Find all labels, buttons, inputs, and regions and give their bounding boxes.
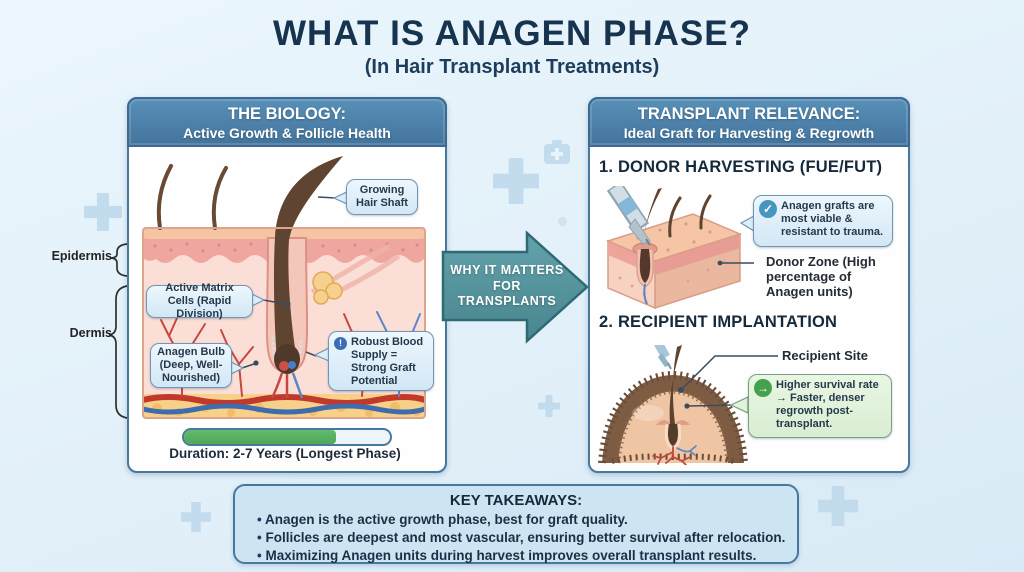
anagen-bulb-text: Anagen Bulb (Deep, Well-Nourished): [157, 346, 225, 384]
relevance-panel-header: TRANSPLANT RELEVANCE: Ideal Graft for Ha…: [588, 97, 910, 147]
biology-header-title: THE BIOLOGY:: [228, 105, 346, 123]
takeaway-item: Follicles are deepest and most vascular,…: [257, 529, 787, 547]
duration-label: Duration: 2-7 Years (Longest Phase): [169, 446, 401, 461]
page-title: WHAT IS ANAGEN PHASE?: [273, 14, 751, 53]
dot-decoration: [558, 217, 567, 226]
relevance-header-subtitle: Ideal Graft for Harvesting & Regrowth: [623, 125, 875, 141]
donor-harvesting-heading: 1. DONOR HARVESTING (FUE/FUT): [599, 158, 883, 176]
takeaway-item: Maximizing Anagen units during harvest i…: [257, 547, 787, 565]
recipient-implantation-heading: 2. RECIPIENT IMPLANTATION: [599, 313, 838, 331]
donor-zone-label: Donor Zone (High percentage of Anagen un…: [766, 254, 876, 299]
donor-callout: ✓ Anagen grafts are most viable & resist…: [753, 195, 893, 247]
plus-decoration: [84, 193, 122, 231]
duration-progress-fill: [184, 430, 337, 444]
growing-hair-shaft-text: Growing Hair Shaft: [356, 184, 408, 209]
key-takeaways-panel: KEY TAKEAWAYS: Anagen is the active grow…: [233, 484, 799, 564]
first-aid-kit-icon: [544, 140, 570, 164]
epidermis-label: Epidermis: [51, 249, 112, 263]
arrow-label: WHY IT MATTERS FOR TRANSPLANTS: [450, 263, 564, 309]
duration-progress-bar: [182, 428, 392, 446]
key-takeaways-title: KEY TAKEAWAYS:: [449, 492, 583, 509]
relevance-header-title: TRANSPLANT RELEVANCE:: [637, 105, 861, 123]
recipient-site-label: Recipient Site: [782, 348, 868, 363]
key-takeaways-list: Anagen is the active growth phase, best …: [235, 511, 797, 565]
blood-supply-text: Robust Blood Supply = Strong Graft Poten…: [351, 336, 424, 387]
plus-decoration: [818, 486, 858, 526]
forward-arrow-icon: →: [754, 379, 772, 397]
survival-callout-text: Higher survival rate → Faster, denser re…: [776, 379, 879, 430]
takeaway-item: Anagen is the active growth phase, best …: [257, 511, 787, 529]
donor-callout-text: Anagen grafts are most viable & resistan…: [781, 200, 884, 238]
plus-decoration: [538, 395, 560, 417]
page-subtitle: (In Hair Transplant Treatments): [364, 56, 660, 78]
biology-header-subtitle: Active Growth & Follicle Health: [183, 125, 391, 141]
active-matrix-callout: Active Matrix Cells (Rapid Division): [146, 282, 253, 320]
biology-panel-header: THE BIOLOGY: Active Growth & Follicle He…: [127, 97, 447, 147]
growing-hair-shaft-callout: Growing Hair Shaft: [346, 179, 418, 215]
dermis-label: Dermis: [69, 326, 112, 340]
active-matrix-text: Active Matrix Cells (Rapid Division): [165, 282, 234, 320]
donor-skin-block-illustration: [605, 186, 743, 310]
check-icon: ✓: [759, 200, 777, 218]
plus-decoration: [181, 502, 211, 532]
flow-arrow: [441, 230, 589, 344]
recipient-scalp-illustration: [598, 345, 748, 465]
anagen-bulb-callout: Anagen Bulb (Deep, Well-Nourished): [150, 343, 232, 388]
blood-supply-callout: ! Robust Blood Supply = Strong Graft Pot…: [328, 331, 434, 391]
plus-decoration: [493, 158, 539, 204]
info-icon: !: [334, 337, 347, 350]
survival-callout: → Higher survival rate → Faster, denser …: [748, 374, 892, 438]
